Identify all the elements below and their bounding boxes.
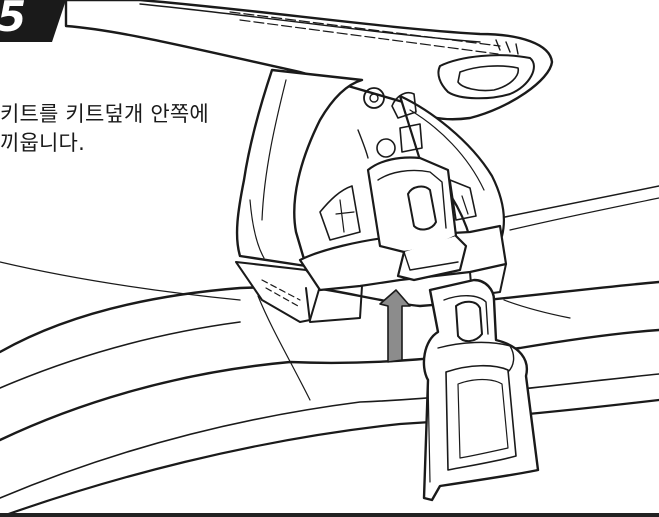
instruction-line-1: 키트를 키트덮개 안쪽에 [0, 102, 209, 126]
fitting-kit [422, 278, 540, 502]
instruction-text: 키트를 키트덮개 안쪽에 끼웁니다. [0, 100, 209, 158]
instruction-line-2: 끼웁니다. [0, 131, 85, 155]
roof-bar [64, 0, 554, 121]
guide-line [0, 261, 241, 301]
roof-rail [0, 185, 659, 517]
step-badge-background [0, 0, 66, 42]
step-number: 5 [0, 0, 26, 38]
bottom-border [0, 513, 659, 517]
arrow-up-icon [379, 289, 411, 363]
clamp-lever [366, 156, 468, 282]
